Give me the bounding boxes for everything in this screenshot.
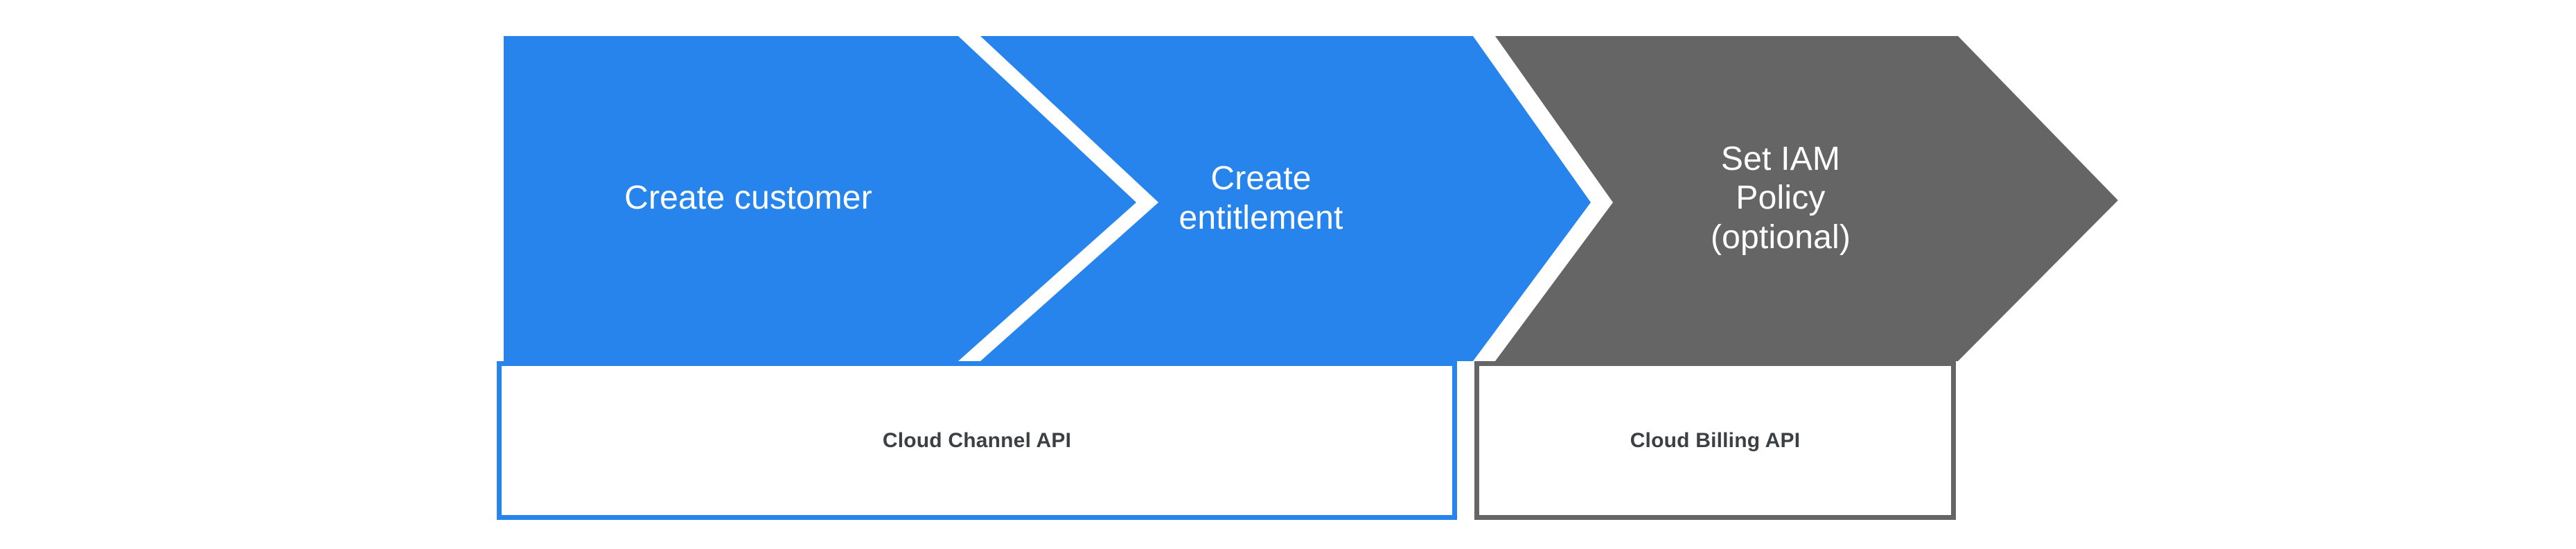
api-group-label: Cloud Billing API — [1630, 428, 1801, 452]
step-2-chevron — [980, 36, 1591, 361]
step-1-chevron — [504, 36, 1136, 361]
step-3-chevron — [1495, 36, 2118, 361]
api-group-cloud-billing-api: Cloud Billing API — [1474, 361, 1956, 520]
api-group-label: Cloud Channel API — [882, 428, 1072, 452]
api-group-cloud-channel-api: Cloud Channel API — [497, 361, 1457, 520]
